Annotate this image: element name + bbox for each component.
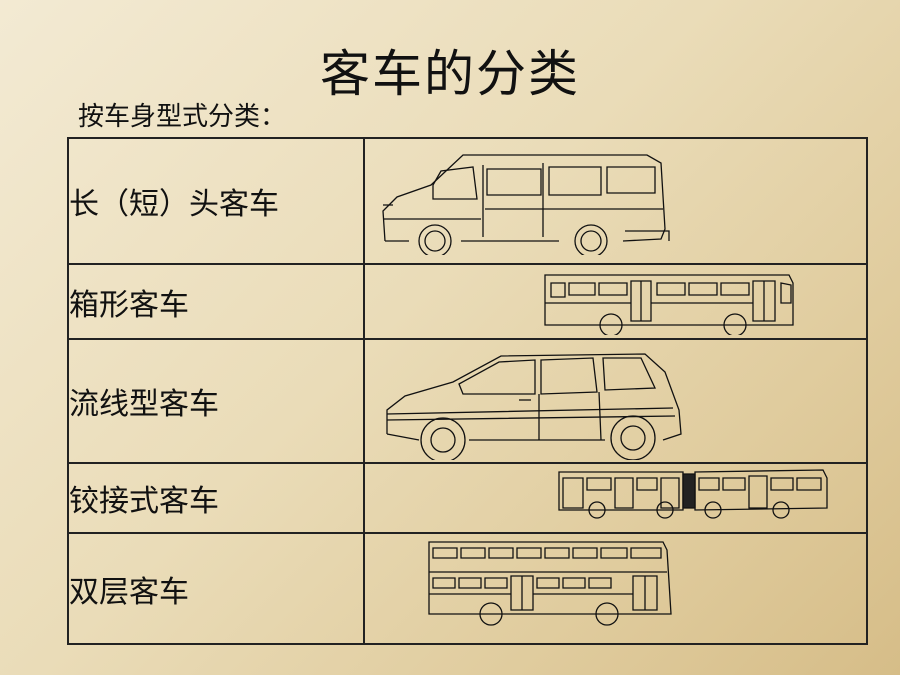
van-cell	[363, 137, 868, 265]
minivan-icon	[383, 348, 685, 460]
box-bus-cell	[363, 263, 868, 340]
box-bus-icon	[541, 271, 797, 335]
table-row: 双层客车	[67, 532, 868, 645]
row-label-streamlined: 流线型客车	[67, 338, 365, 464]
articulated-bus-icon	[555, 466, 831, 520]
row-label-long-short-head: 长（短）头客车	[67, 137, 365, 265]
double-decker-bus-cell	[363, 532, 868, 645]
bus-classification-table: 长（短）头客车 箱形客车	[67, 137, 868, 645]
double-decker-bus-icon	[425, 538, 677, 628]
row-label-articulated: 铰接式客车	[67, 462, 365, 534]
articulated-bus-cell	[363, 462, 868, 534]
page-title: 客车的分类	[320, 45, 580, 103]
table-row: 箱形客车	[67, 263, 868, 340]
row-label-double-decker: 双层客车	[67, 532, 365, 645]
page-subtitle: 按车身型式分类：	[78, 102, 287, 132]
van-icon	[379, 149, 673, 255]
minivan-cell	[363, 338, 868, 464]
table-row: 铰接式客车	[67, 462, 868, 534]
row-label-box: 箱形客车	[67, 263, 365, 340]
table-row: 长（短）头客车	[67, 137, 868, 265]
table-row: 流线型客车	[67, 338, 868, 464]
